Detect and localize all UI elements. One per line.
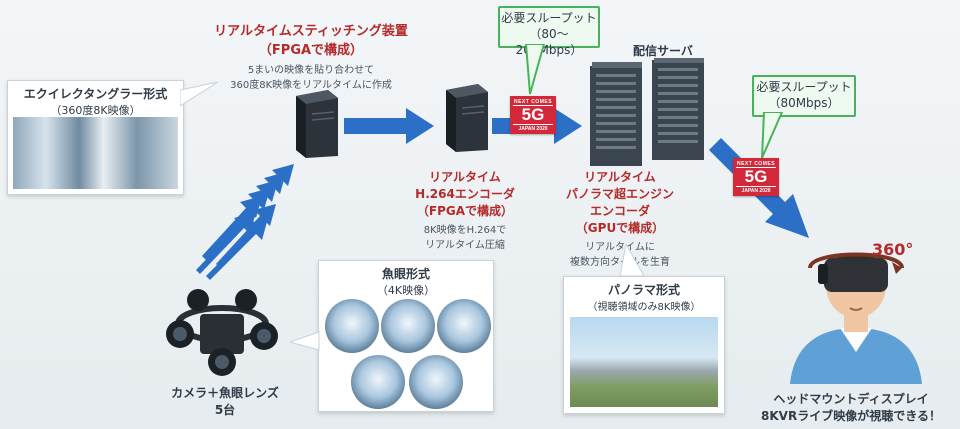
camera-line-1: カメラ＋魚眼レンズ [171, 386, 279, 400]
badge-bottom-text: JAPAN 2020 [518, 126, 548, 132]
equirect-box: エクイレクタングラー形式 （360度8K映像） [7, 80, 184, 195]
fisheye-image-5 [409, 355, 463, 409]
h264-encoder-label: リアルタイム H.264エンコーダ （FPGAで構成） 8K映像をH.264で … [390, 168, 540, 251]
fisheye-callout-tail [290, 331, 320, 351]
throughput-1-tail [524, 44, 546, 95]
arrow-stitch-to-encoder [344, 108, 434, 144]
equirect-subtitle: （360度8K映像） [50, 104, 141, 117]
stitching-desc-2: 360度8K映像をリアルタイムに作成 [230, 80, 392, 91]
fisheye-image-4 [351, 355, 405, 409]
fisheye-subtitle: （4K映像） [376, 284, 436, 297]
h264-line-2: H.264エンコーダ [415, 187, 515, 201]
hmd-label: ヘッドマウントディスプレイ 8KVRライブ映像が視聴できる！ [746, 390, 956, 424]
stitching-label: リアルタイムスティッチング装置 （FPGAで構成） 5まいの映像を貼り合わせて … [196, 20, 426, 91]
stitching-device-icon [296, 90, 338, 158]
throughput-bubble-2: 必要スループット （80Mbps） [752, 75, 856, 117]
throughput-2-tail [761, 112, 784, 159]
badge-top-text: NEXT COMES [513, 99, 553, 105]
fisheye-title: 魚眼形式 [381, 267, 430, 281]
h264-desc-1: 8K映像をH.264で [423, 225, 507, 236]
badge-top-text-2: NEXT COMES [736, 161, 776, 167]
throughput-bubble-1: 必要スループット （80～200Mbps） [498, 6, 600, 57]
fisheye-image-3 [437, 299, 491, 353]
throughput-2-value: （80Mbps） [768, 96, 840, 110]
hmd-line-2: 8KVRライブ映像が視聴できる！ [761, 409, 941, 423]
badge-main-text-2: 5G [736, 167, 776, 187]
pano-line-4: （GPUで構成） [575, 221, 665, 235]
5g-badge-1: NEXT COMES 5G JAPAN 2020 [510, 96, 556, 134]
stitching-title: リアルタイムスティッチング装置 [214, 24, 408, 39]
panorama-subtitle: （視聴領域のみ8K映像） [587, 302, 701, 313]
h264-line-3: （FPGAで構成） [416, 204, 514, 218]
pano-line-1: リアルタイム [584, 170, 656, 184]
camera-label: カメラ＋魚眼レンズ 5台 [150, 384, 300, 418]
h264-desc-2: リアルタイム圧縮 [425, 240, 505, 251]
hmd-person-icon [790, 252, 922, 384]
stitching-subtitle: （FPGAで構成） [258, 43, 364, 58]
pano-encoder-label: リアルタイム パノラマ超エンジン エンコーダ （GPUで構成） リアルタイムに … [540, 168, 700, 268]
server-rack-icon [590, 58, 704, 166]
panorama-title: パノラマ形式 [607, 283, 680, 297]
5g-badge-2: NEXT COMES 5G JAPAN 2020 [733, 158, 779, 196]
panorama-image [570, 317, 718, 407]
hmd-line-1: ヘッドマウントディスプレイ [773, 392, 929, 406]
panorama-box: パノラマ形式 （視聴領域のみ8K映像） [563, 276, 725, 414]
pano-line-2: パノラマ超エンジン [565, 187, 674, 201]
upload-arrows [196, 164, 294, 280]
fisheye-image-1 [325, 299, 379, 353]
camera-rig-icon [166, 289, 278, 376]
server-label: 配信サーバ [633, 44, 693, 58]
pano-desc-1: リアルタイムに [585, 242, 655, 253]
rotation-label: 360° [872, 240, 914, 259]
panorama-callout-tail [619, 244, 645, 277]
pano-line-3: エンコーダ [589, 204, 650, 218]
fisheye-image-2 [381, 299, 435, 353]
equirect-callout-tail [180, 82, 219, 107]
camera-line-2: 5台 [214, 403, 236, 417]
throughput-1-label: 必要スループット [501, 11, 597, 25]
equirect-image [13, 117, 178, 189]
stitching-desc-1: 5まいの映像を貼り合わせて [247, 65, 375, 76]
throughput-2-label: 必要スループット [756, 80, 852, 94]
fisheye-box: 魚眼形式 （4K映像） [318, 260, 494, 412]
badge-bottom-text-2: JAPAN 2020 [741, 188, 771, 194]
pano-desc-2: 複数方向タイルを生育 [570, 257, 670, 268]
equirect-title: エクイレクタングラー形式 [23, 87, 168, 101]
badge-main-text: 5G [513, 105, 553, 125]
h264-encoder-icon [446, 84, 488, 152]
h264-line-1: リアルタイム [429, 170, 501, 184]
